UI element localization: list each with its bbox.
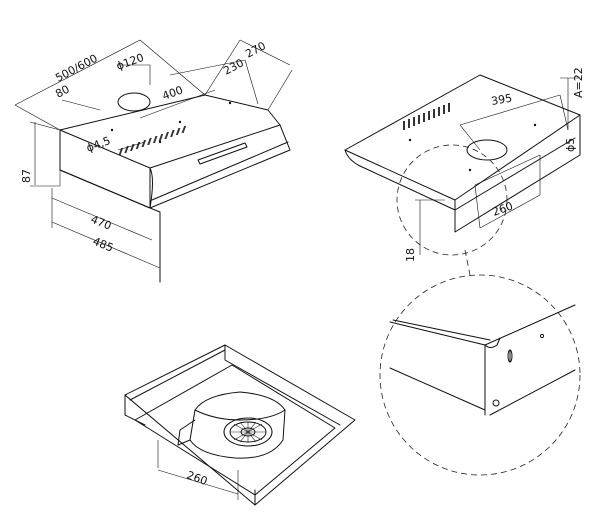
label-depth-400: 400 — [161, 83, 185, 102]
fan-wheel — [223, 417, 273, 447]
label-offset-80: 80 — [53, 83, 71, 101]
vent-slots — [118, 126, 187, 155]
label-depth-top: 270 — [243, 39, 268, 60]
label-outer-485: 485 — [91, 235, 115, 255]
vent-slots-rear — [403, 103, 450, 130]
label-inner-470: 470 — [89, 213, 113, 233]
label-a-22: A=22 — [572, 67, 585, 98]
duct-hole-rear — [466, 139, 508, 161]
hood-view-bottom: 260 — [124, 344, 356, 506]
label-offset-230: 230 — [221, 56, 246, 77]
fan-housing — [189, 391, 286, 459]
label-hole-5: ϕ5 — [564, 138, 577, 152]
label-width-260-right: 260 — [491, 199, 515, 218]
label-screw-hole: ϕ4,5 — [85, 134, 113, 155]
duct-hole — [117, 92, 151, 112]
label-dist-395: 395 — [490, 92, 513, 108]
detail-circle-large — [379, 274, 581, 476]
label-hole-diameter: ϕ120 — [115, 51, 146, 73]
label-width-260-bottom: 260 — [185, 469, 209, 488]
label-height-18: 18 — [404, 248, 417, 262]
detail-callout-circle — [396, 144, 508, 256]
label-height-87: 87 — [20, 169, 33, 183]
hood-view-rear: 395 A=22 ϕ5 260 18 — [344, 67, 585, 276]
detail-enlargement — [379, 274, 581, 476]
label-width-option: 500/600 — [53, 52, 99, 85]
hood-view-front: 500/600 270 ϕ120 230 80 400 ϕ4,5 87 470 … — [14, 39, 293, 283]
